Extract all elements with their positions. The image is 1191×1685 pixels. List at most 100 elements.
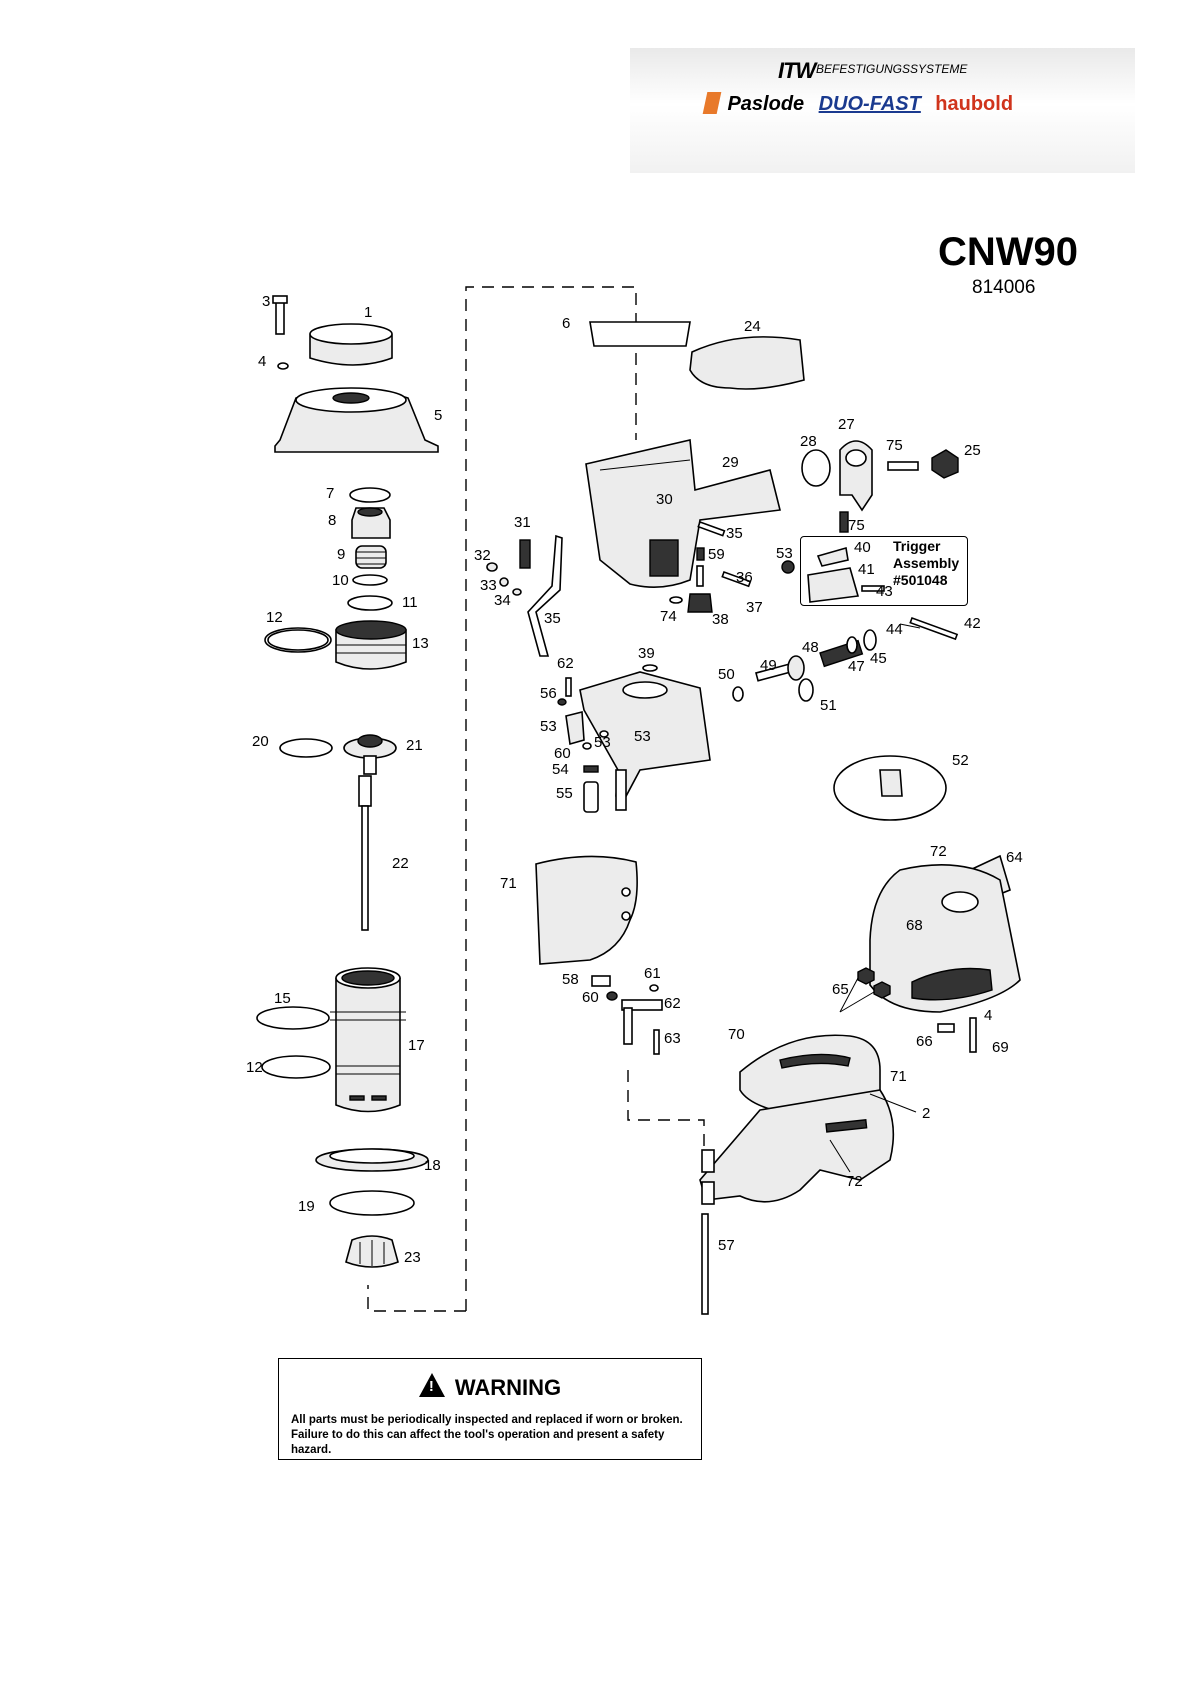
callout-4-b: 4 xyxy=(984,1007,992,1024)
callout-44: 45 xyxy=(870,650,887,667)
callout-53-b: 53 xyxy=(594,734,611,751)
part-56-pin xyxy=(701,1213,709,1315)
callout-62-b: 63 xyxy=(664,1030,681,1047)
callout-71: 70 xyxy=(728,1026,745,1043)
assembly-guide-line xyxy=(465,286,637,1311)
part-70-door xyxy=(699,1089,895,1203)
callout-11: 11 xyxy=(402,594,418,611)
duofast-logo: DUO-FAST xyxy=(818,93,921,115)
part-12-o-ring-lower xyxy=(261,1055,331,1079)
part-10-ring xyxy=(352,574,388,586)
callout-6: 6 xyxy=(562,315,570,332)
warning-text: All parts must be periodically inspected… xyxy=(291,1414,683,1456)
itw-subtitle: BEFESTIGUNGSSYSTEME xyxy=(816,62,968,76)
part-49-ring xyxy=(798,678,814,702)
part-36-screw xyxy=(696,565,704,587)
callout-61: 62 xyxy=(664,995,681,1012)
trigger-assembly-box xyxy=(800,536,968,606)
part-28-housing xyxy=(585,439,781,588)
callout-75-b: 75 xyxy=(848,517,865,534)
callout-54: 54 xyxy=(552,761,569,778)
callout-24: 24 xyxy=(744,318,761,335)
trigger-label-line1: Trigger xyxy=(893,538,941,554)
part-62-pin-lower xyxy=(653,1029,660,1055)
part-8-valve xyxy=(351,507,391,539)
part-55-bolt xyxy=(583,781,599,813)
callout-28: 29 xyxy=(722,454,739,471)
callout-8: 8 xyxy=(328,512,336,529)
part-51-nose xyxy=(579,671,711,811)
part-53-washer xyxy=(599,730,609,738)
part-65-screw xyxy=(937,1023,955,1033)
part-26-cap xyxy=(839,440,873,512)
callout-51: 53 xyxy=(634,728,651,745)
part-33-pin xyxy=(512,588,522,596)
callout-3: 3 xyxy=(262,293,270,310)
part-67-screw xyxy=(969,1017,977,1053)
callout-18: 18 xyxy=(424,1157,441,1174)
callout-60: 60 xyxy=(554,745,571,762)
callout-36: 37 xyxy=(746,599,763,616)
callout-35: 35 xyxy=(726,525,743,542)
part-1-cap xyxy=(309,323,393,366)
callout-58: 58 xyxy=(562,971,579,988)
part-24-grip xyxy=(689,336,805,390)
part-number: 814006 xyxy=(972,277,1036,298)
part-4-washer xyxy=(277,362,289,370)
callout-49: 51 xyxy=(820,697,837,714)
part-22-driver-blade xyxy=(358,775,372,931)
callout-38: 39 xyxy=(638,645,655,662)
part-58-clip xyxy=(591,975,611,987)
callout-10: 10 xyxy=(332,572,349,589)
part-48-ring xyxy=(732,686,744,702)
callout-15: 15 xyxy=(274,990,291,1007)
callout-65: 66 xyxy=(916,1033,933,1050)
part-35-pin-b xyxy=(721,570,752,588)
trigger-label-line3: #501048 xyxy=(893,572,948,588)
callout-5: 5 xyxy=(434,407,442,424)
callout-47: 49 xyxy=(760,657,777,674)
callout-50: 52 xyxy=(952,752,969,769)
callout-74: 74 xyxy=(660,608,677,625)
callout-40: 41 xyxy=(858,561,875,578)
part-18-bumper xyxy=(315,1148,429,1172)
callout-59-b: 60 xyxy=(582,989,599,1006)
part-38-ring xyxy=(642,664,658,672)
part-43-ring xyxy=(863,629,877,651)
callout-56: 57 xyxy=(718,1237,735,1254)
callout-32: 33 xyxy=(480,577,497,594)
callout-67: 69 xyxy=(992,1039,1009,1056)
callout-17: 17 xyxy=(408,1037,425,1054)
part-60-pin xyxy=(649,984,659,992)
callout-4: 4 xyxy=(258,353,266,370)
itw-logo: ITW xyxy=(778,58,816,83)
part-20-o-ring xyxy=(279,738,333,758)
part-19-o-ring xyxy=(329,1190,415,1216)
paslode-logo: Paslode xyxy=(727,93,805,115)
part-60-washer xyxy=(582,742,592,750)
callout-23: 23 xyxy=(404,1249,421,1266)
callout-27: 28 xyxy=(800,433,817,450)
callout-7: 7 xyxy=(326,485,334,502)
callout-70: 71 xyxy=(890,1068,907,1085)
part-7-ring xyxy=(349,487,391,503)
callout-37: 38 xyxy=(712,611,729,628)
part-47-valve-stem xyxy=(755,655,805,682)
part-23-nose-bumper xyxy=(345,1235,399,1268)
part-69-shield xyxy=(535,855,638,965)
callout-46: 48 xyxy=(802,639,819,656)
part-57-pin xyxy=(557,698,567,706)
callout-66: 68 xyxy=(906,917,923,934)
callout-52: 53 xyxy=(540,718,557,735)
part-11-ring xyxy=(347,595,393,611)
callout-34: 35 xyxy=(544,610,561,627)
warning-title: WARNING xyxy=(279,1373,701,1401)
callout-53: 53 xyxy=(776,545,793,562)
callout-19: 19 xyxy=(298,1198,315,1215)
part-30-spring xyxy=(519,539,531,569)
callout-64: 65 xyxy=(832,981,849,998)
part-15-o-ring xyxy=(256,1006,330,1030)
callout-69: 71 xyxy=(500,875,517,892)
part-75-screw-top xyxy=(887,461,919,471)
